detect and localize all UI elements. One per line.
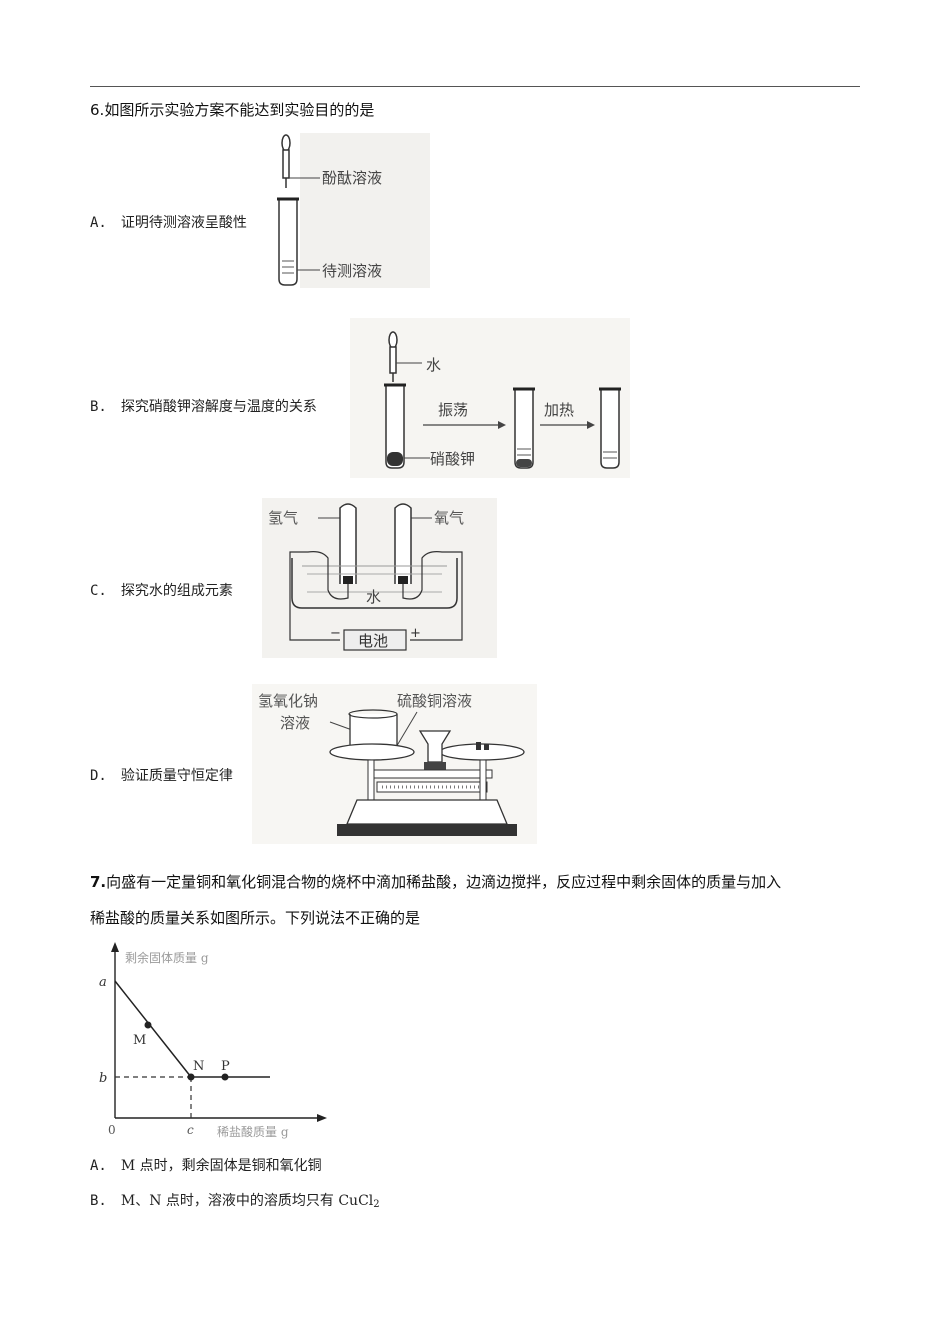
svg-text:加热: 加热	[544, 401, 574, 419]
q6-option-a[interactable]: A. 证明待测溶液呈酸性	[90, 212, 247, 232]
question-6-stem: 6.如图所示实验方案不能达到实验目的的是	[90, 99, 374, 121]
option-letter: B.	[90, 399, 107, 415]
q6-option-d[interactable]: D. 验证质量守恒定律	[90, 765, 233, 785]
svg-text:+: +	[410, 626, 421, 641]
option-letter: A.	[90, 1158, 107, 1174]
svg-text:c: c	[187, 1123, 194, 1137]
svg-text:剩余固体质量 g: 剩余固体质量 g	[125, 950, 209, 965]
option-text: 证明待测溶液呈酸性	[120, 215, 247, 231]
q6-option-c[interactable]: C. 探究水的组成元素	[90, 580, 233, 600]
question-7-stem-line1: 7.向盛有一定量铜和氧化铜混合物的烧杯中滴加稀盐酸，边滴边搅拌，反应过程中剩余固…	[90, 871, 781, 893]
option-text: M、N 点时，溶液中的溶质均只有 CuCl	[120, 1193, 374, 1209]
q6-option-b[interactable]: B. 探究硝酸钾溶解度与温度的关系	[90, 396, 317, 416]
svg-text:M: M	[133, 1033, 146, 1048]
svg-text:氢氧化钠: 氢氧化钠	[258, 692, 318, 710]
svg-text:氧气: 氧气	[434, 509, 464, 527]
svg-text:0: 0	[108, 1123, 116, 1137]
question-text: 如图所示实验方案不能达到实验目的的是	[104, 101, 375, 119]
option-text: 验证质量守恒定律	[120, 768, 233, 784]
option-text: 探究水的组成元素	[120, 583, 233, 599]
figure-q7-chart: 剩余固体质量 g a b 0 c 稀盐酸质量 g M N P	[95, 940, 335, 1140]
svg-text:酚酞溶液: 酚酞溶液	[322, 169, 382, 187]
option-text: 探究硝酸钾溶解度与温度的关系	[120, 399, 317, 415]
question-text: 向盛有一定量铜和氧化铜混合物的烧杯中滴加稀盐酸，边滴边搅拌，反应过程中剩余固体的…	[106, 873, 782, 891]
option-letter: D.	[90, 768, 107, 784]
option-letter: A.	[90, 215, 107, 231]
svg-text:−: −	[330, 626, 341, 641]
option-text: M 点时，剩余固体是铜和氧化铜	[120, 1158, 322, 1174]
svg-text:溶液: 溶液	[280, 714, 310, 732]
svg-text:N: N	[193, 1059, 204, 1074]
svg-text:水: 水	[426, 356, 441, 374]
figure-d-balance: 氢氧化钠 溶液 硫酸铜溶液	[252, 684, 537, 844]
svg-text:硝酸钾: 硝酸钾	[430, 450, 475, 468]
figure-a-phenolphthalein: 酚酞溶液 待测溶液	[270, 133, 430, 288]
svg-text:P: P	[221, 1059, 230, 1074]
option-letter: B.	[90, 1193, 107, 1209]
svg-text:a: a	[99, 975, 107, 990]
question-number: 7.	[90, 873, 107, 891]
svg-text:氢气: 氢气	[268, 509, 298, 527]
subscript: 2	[373, 1199, 380, 1210]
svg-text:硫酸铜溶液: 硫酸铜溶液	[397, 692, 472, 710]
svg-text:待测溶液: 待测溶液	[322, 262, 382, 280]
figure-b-solubility: 水 硝酸钾 振荡 加热	[350, 318, 630, 478]
svg-text:稀盐酸质量 g: 稀盐酸质量 g	[217, 1124, 289, 1139]
header-rule	[90, 86, 860, 87]
option-letter: C.	[90, 583, 107, 599]
svg-text:振荡: 振荡	[438, 401, 468, 419]
q7-option-b[interactable]: B. M、N 点时，溶液中的溶质均只有 CuCl2	[90, 1190, 380, 1210]
question-number: 6.	[90, 101, 105, 119]
svg-text:b: b	[99, 1071, 107, 1086]
figure-c-electrolysis: 氢气 氧气 水 电池 − +	[262, 498, 497, 658]
q7-option-a[interactable]: A. M 点时，剩余固体是铜和氧化铜	[90, 1155, 322, 1175]
question-7-stem-line2: 稀盐酸的质量关系如图所示。下列说法不正确的是	[90, 909, 421, 927]
svg-text:水: 水	[366, 588, 381, 606]
svg-text:电池: 电池	[358, 632, 388, 650]
